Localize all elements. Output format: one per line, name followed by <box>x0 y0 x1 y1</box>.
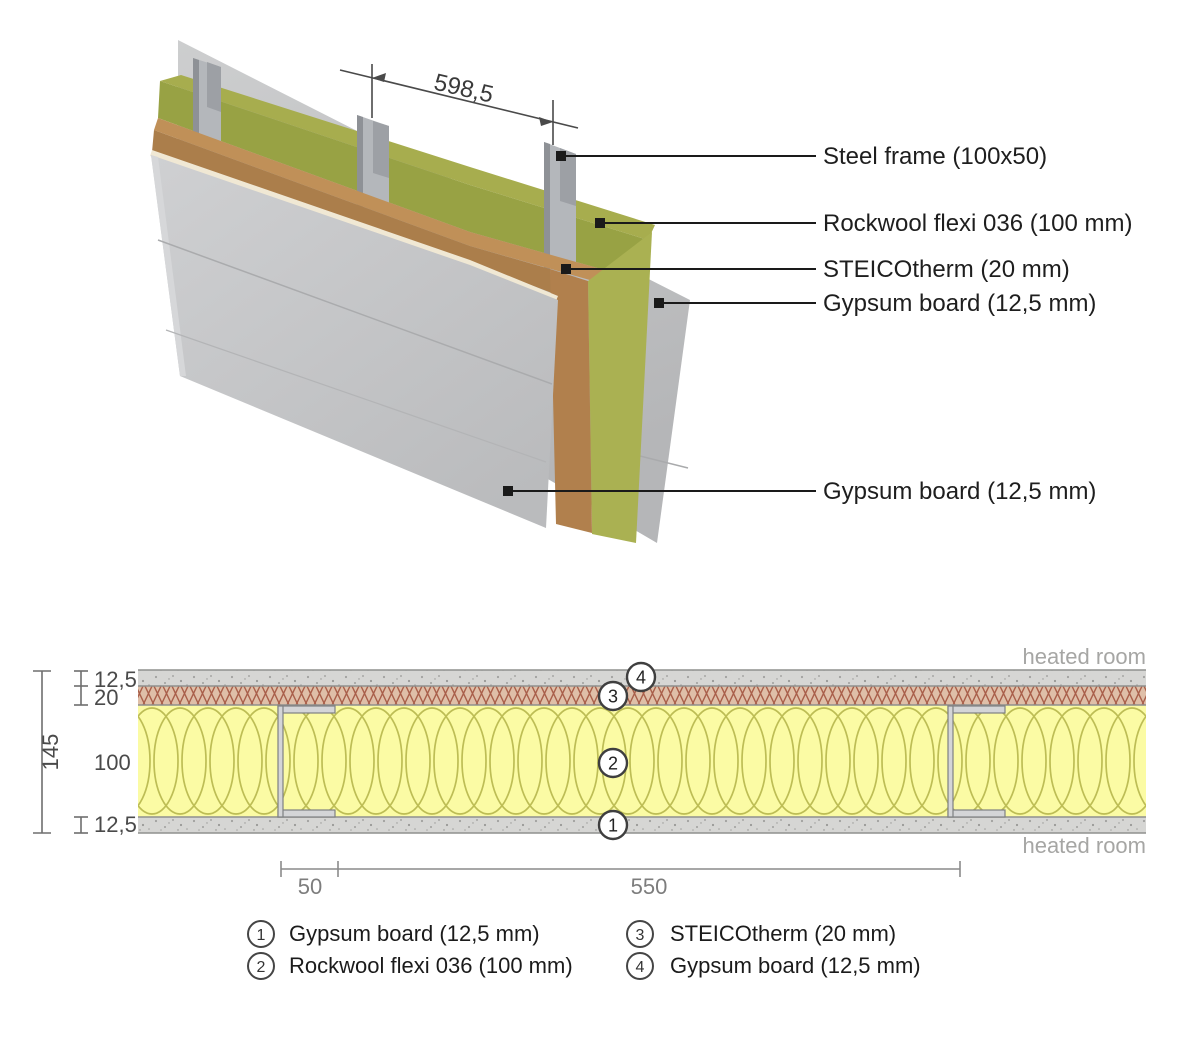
dim-total: 145 <box>38 734 63 771</box>
callout-number-3: 3 <box>608 687 618 707</box>
total-thickness-dimension <box>33 670 51 834</box>
section-steicotherm-layer <box>138 686 1146 705</box>
section-bottom-gypsum-layer <box>138 817 1146 833</box>
legend-number-2: 2 <box>257 959 266 976</box>
label-gypsum-front: Gypsum board (12,5 mm) <box>823 478 1096 505</box>
dimension-arrow-left <box>372 73 386 82</box>
front-gypsum-panel <box>151 155 558 528</box>
section-callouts: 4 3 2 1 <box>597 661 657 841</box>
callout-circle-4 <box>625 661 657 693</box>
dim-bottom-gypsum: 12,5 <box>94 812 137 837</box>
leader-markers <box>503 151 664 496</box>
legend-circle-2 <box>247 952 275 980</box>
legend-item-4: 4 Gypsum board (12,5 mm) <box>626 952 921 980</box>
callout-leaders <box>508 155 816 492</box>
legend-label-1: Gypsum board (12,5 mm) <box>289 921 540 946</box>
dim-stud-spacing: 550 <box>631 874 668 899</box>
layer-dimension-chain <box>74 670 88 834</box>
stud-spacing-value: 598,5 <box>431 69 496 109</box>
legend-item-3: 3 STEICOtherm (20 mm) <box>626 920 896 948</box>
dim-top-gypsum: 12,5 <box>94 667 137 692</box>
callout-number-1: 1 <box>608 816 618 836</box>
legend-number-3: 3 <box>636 927 645 944</box>
steicotherm-front-face <box>152 130 552 293</box>
label-gypsum-back: Gypsum board (12,5 mm) <box>823 290 1096 317</box>
front-panel-joint-line-1 <box>157 239 553 385</box>
legend-label-2: Rockwool flexi 036 (100 mm) <box>289 953 573 978</box>
legend: 1 Gypsum board (12,5 mm) 2 Rockwool flex… <box>247 920 921 980</box>
legend-label-3: STEICOtherm (20 mm) <box>670 921 896 946</box>
dim-steico: 20 <box>94 685 118 710</box>
label-steel-frame: Steel frame (100x50) <box>823 143 1047 170</box>
callout-number-2: 2 <box>608 754 618 774</box>
steel-stud-top-1 <box>193 58 221 152</box>
room-label-bottom: heated room <box>1022 833 1146 858</box>
legend-number-1: 1 <box>257 927 266 944</box>
marker-gypsum-back <box>654 298 664 308</box>
dim-rockwool: 100 <box>94 750 131 775</box>
dimension-arrow-right <box>539 117 553 126</box>
room-label-top: heated room <box>1022 644 1146 669</box>
front-panel-left-edge <box>151 155 186 376</box>
marker-rockwool <box>595 218 605 228</box>
callout-circle-1 <box>597 809 629 841</box>
legend-circle-3 <box>626 920 654 948</box>
callout-number-4: 4 <box>636 668 646 688</box>
marker-gypsum-front <box>503 486 513 496</box>
marker-steicotherm <box>561 264 571 274</box>
front-panel-joint-line-2 <box>165 329 547 463</box>
steicotherm-top-face <box>154 118 640 292</box>
legend-label-4: Gypsum board (12,5 mm) <box>670 953 921 978</box>
callout-circle-3 <box>597 680 629 712</box>
legend-item-1: 1 Gypsum board (12,5 mm) <box>247 920 540 948</box>
rockwool-top-face <box>160 75 655 240</box>
marker-steel-frame <box>556 151 566 161</box>
legend-circle-4 <box>626 952 654 980</box>
bottom-dimension-line <box>280 861 961 877</box>
section-rockwool-layer-pattern <box>138 705 1146 817</box>
legend-number-4: 4 <box>636 959 645 976</box>
rockwool-front-face <box>158 81 648 280</box>
steicotherm-end-face <box>550 269 592 533</box>
label-rockwool: Rockwool flexi 036 (100 mm) <box>823 210 1132 237</box>
dim-stud-width: 50 <box>298 874 322 899</box>
legend-circle-1 <box>247 920 275 948</box>
assembly-3d-view: 598,5 Steel frame (100x50) Rockwool flex… <box>150 40 1132 543</box>
label-steicotherm: STEICOtherm (20 mm) <box>823 256 1070 283</box>
section-steel-stud-2 <box>947 705 1006 818</box>
callout-circle-2 <box>597 747 629 779</box>
rockwool-end-face <box>588 232 652 543</box>
legend-item-2: 2 Rockwool flexi 036 (100 mm) <box>247 952 573 980</box>
cross-section-view: 4 3 2 1 heated room heated room 145 1 2 <box>33 644 1146 899</box>
section-steel-stud-1 <box>277 705 336 818</box>
